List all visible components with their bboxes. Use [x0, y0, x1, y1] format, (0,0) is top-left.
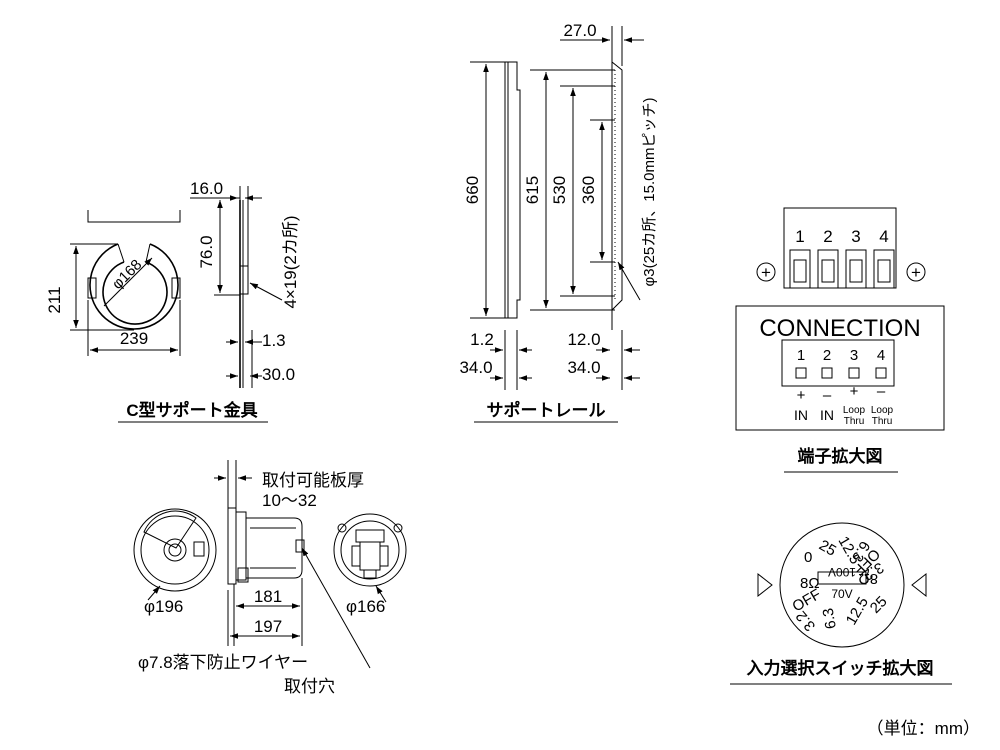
rail-width-left: 34.0 [459, 358, 492, 377]
terminal-number-2: 2 [823, 227, 832, 246]
wire-note-line2: 取付穴 [284, 677, 335, 696]
loop-label-3a: Loop [843, 405, 866, 416]
inner-number-3: 3 [850, 347, 858, 364]
connection-title: CONNECTION [759, 315, 920, 342]
selector-label-6-3-bottom: 6.3 [820, 607, 840, 630]
selector-label-0: 0 [804, 549, 812, 566]
rail-length-530: 530 [550, 176, 569, 204]
rail-plate-right: 12.0 [567, 330, 600, 349]
terminal-number-1: 1 [795, 227, 804, 246]
c-bracket-width: 239 [120, 329, 148, 348]
inner-number-2: 2 [823, 347, 831, 364]
loop-label-4b: Thru [872, 416, 893, 427]
front-diameter: φ196 [144, 597, 183, 616]
c-bracket-caption: C型サポート金具 [126, 400, 257, 420]
rail-plate-left: 1.2 [470, 330, 494, 349]
wire-note-line1: φ7.8落下防止ワイヤー [138, 653, 308, 672]
c-bracket-hole-dia: φ168 [109, 256, 146, 293]
plus-symbol-right: + [911, 263, 921, 282]
selector-caption: 入力選択スイッチ拡大図 [747, 658, 934, 678]
panel-thickness-range: 10～32 [262, 491, 317, 510]
sign-plus-1: + [797, 387, 806, 404]
selector-switch-drawing [757, 522, 927, 648]
loop-label-3b: Thru [844, 416, 865, 427]
c-bracket-plate: 1.3 [262, 331, 286, 350]
c-bracket-depth: 30.0 [262, 365, 295, 384]
in-label-2: IN [820, 407, 834, 423]
rail-length-660: 660 [463, 176, 482, 204]
c-bracket-thickness: 16.0 [190, 179, 223, 198]
rail-hole-note: φ3(25カ所、15.0mmピッチ) [641, 98, 658, 287]
selector-label-100v: 100V [828, 565, 856, 579]
rail-top-width: 27.0 [563, 21, 596, 40]
c-bracket-offset: 76.0 [197, 235, 216, 268]
support-rail-drawing [470, 26, 644, 390]
panel-thickness-label: 取付可能板厚 [262, 471, 364, 490]
rail-caption: サポートレール [487, 400, 606, 420]
plus-symbol-left: + [761, 263, 771, 282]
selector-label-8ohm-left: 8Ω [800, 575, 820, 592]
selector-label-70v: 70V [831, 587, 852, 601]
rear-diameter: φ166 [346, 597, 385, 616]
rail-width-right: 34.0 [567, 358, 600, 377]
loop-label-4a: Loop [871, 405, 894, 416]
terminal-drawing [735, 207, 945, 431]
selector-label-8ohm-right: 8Ω [858, 570, 878, 587]
unit-note: （単位：mm） [867, 719, 980, 738]
c-bracket-height: 211 [45, 286, 64, 313]
sign-minus-2: – [823, 387, 832, 404]
sign-plus-3: + [850, 383, 859, 400]
inner-number-1: 1 [797, 347, 805, 364]
inner-number-4: 4 [877, 347, 885, 364]
rail-length-615: 615 [523, 176, 542, 204]
terminal-number-3: 3 [851, 227, 860, 246]
in-label-1: IN [794, 407, 808, 423]
selector-label-25-top: 25 [816, 537, 839, 560]
terminal-number-4: 4 [879, 227, 888, 246]
terminal-caption: 端子拡大図 [798, 446, 883, 466]
sign-minus-4: – [877, 383, 886, 400]
length-181: 181 [254, 587, 282, 606]
rail-length-360: 360 [579, 176, 598, 204]
speaker-drawing [133, 460, 407, 669]
c-bracket-slot: 4×19(2カ所) [281, 215, 300, 308]
c-bracket-drawing [70, 186, 283, 388]
length-197: 197 [254, 617, 282, 636]
